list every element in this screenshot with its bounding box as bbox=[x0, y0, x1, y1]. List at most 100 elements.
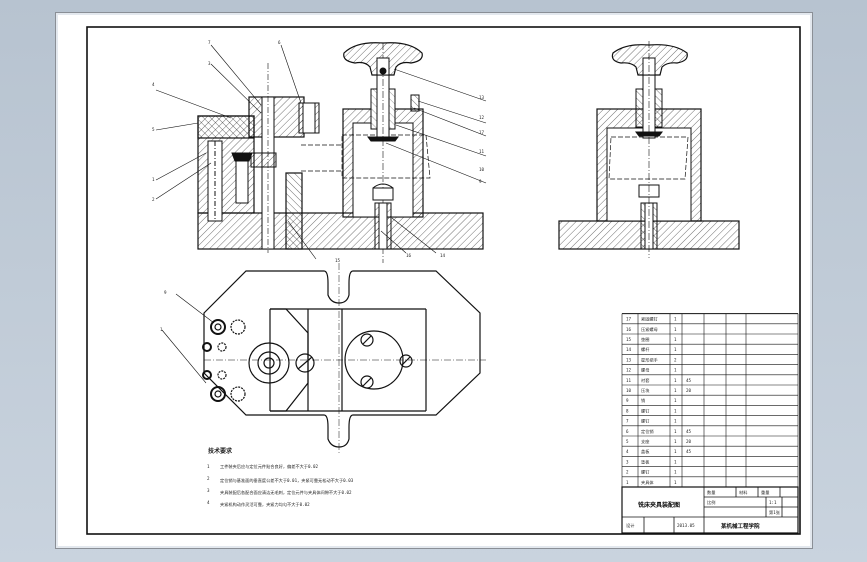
note-num: 3 bbox=[207, 488, 210, 493]
balloon: 7 bbox=[208, 40, 211, 45]
note-num: 2 bbox=[207, 476, 210, 481]
bom-row-name: 星形把手 bbox=[641, 356, 658, 363]
bom-row-name: 压紧螺母 bbox=[641, 326, 658, 333]
sheet-label: 第1张 bbox=[769, 509, 781, 516]
bom-row-no: 10 bbox=[626, 388, 632, 393]
qty-label: 数量 bbox=[707, 489, 715, 496]
bom-row-no: 12 bbox=[626, 368, 632, 373]
bom-row-no: 13 bbox=[626, 357, 632, 362]
side-section-view bbox=[558, 41, 740, 258]
balloon: 5 bbox=[152, 127, 155, 132]
bom-row-name: 衬套 bbox=[641, 377, 650, 384]
bom-row-qty: 1 bbox=[674, 327, 677, 332]
bom-row-name: 垫圈 bbox=[641, 336, 649, 343]
front-section-view bbox=[197, 42, 484, 263]
bom-row-material: 20 bbox=[686, 388, 692, 393]
scale-value: 1:1 bbox=[769, 500, 777, 505]
bom-row-name: 压块 bbox=[641, 387, 650, 394]
drawing-border bbox=[86, 26, 801, 535]
bom-row-qty: 1 bbox=[674, 408, 677, 413]
notes-title: 技术要求 bbox=[208, 447, 233, 455]
balloon: 1 bbox=[160, 327, 163, 332]
bom-row-name: 盖板 bbox=[641, 448, 650, 455]
bom-row-material: 45 bbox=[686, 429, 692, 434]
note-text: 定位销与基准面的垂直度公差不大于0.01，夹紧可靠无松动不大于0.03 bbox=[220, 477, 354, 484]
top-view bbox=[161, 263, 486, 453]
note-num: 1 bbox=[207, 464, 210, 469]
bom-row-qty: 1 bbox=[674, 368, 677, 373]
bom-row-qty: 1 bbox=[674, 317, 677, 322]
bom-row-qty: 1 bbox=[674, 459, 677, 464]
date: 2013.05 bbox=[677, 523, 695, 528]
bom-row-no: 6 bbox=[626, 429, 629, 434]
bom-row-no: 7 bbox=[626, 419, 629, 424]
bom-row-qty: 1 bbox=[674, 419, 677, 424]
bom-row-no: 2 bbox=[626, 470, 629, 475]
school-name: 某机械工程学院 bbox=[721, 522, 760, 530]
front-balloons: 7 3 4 5 1 2 6 13 12 17 11 9 10 16 14 15 … bbox=[152, 40, 485, 332]
weight-label: 重量 bbox=[761, 489, 769, 496]
drawing-sheet: 7 3 4 5 1 2 6 13 12 17 11 9 10 16 14 15 … bbox=[55, 12, 813, 549]
bom-row-qty: 1 bbox=[674, 480, 677, 485]
scale-label: 比例 bbox=[707, 499, 715, 506]
bom-row-qty: 1 bbox=[674, 470, 677, 475]
bom-row-no: 1 bbox=[626, 480, 629, 485]
bom-row-name: 支座 bbox=[641, 438, 649, 445]
bom-row-qty: 1 bbox=[674, 429, 677, 434]
bom-row-qty: 1 bbox=[674, 347, 677, 352]
bom-row-material: 45 bbox=[686, 449, 692, 454]
bom-row-no: 9 bbox=[626, 398, 629, 403]
bom-row-no: 3 bbox=[626, 459, 629, 464]
bom-row-name: 螺钉 bbox=[641, 469, 650, 476]
balloon: 2 bbox=[152, 197, 155, 202]
note-text: 夹紧机构动作灵活可靠，夹紧力均匀不大于0.02 bbox=[220, 501, 310, 508]
bom-row-qty: 1 bbox=[674, 439, 677, 444]
bom-row-no: 15 bbox=[626, 337, 632, 342]
note-text: 夹具装配后各配合面应清洁无毛刺，定位元件与夹具体间隙不大于0.02 bbox=[220, 489, 352, 496]
bom-row-name: 螺钉 bbox=[641, 418, 650, 425]
bom-row-no: 11 bbox=[626, 378, 632, 383]
drawing-title: 铣床夹具装配图 bbox=[638, 501, 680, 509]
technical-notes: 技术要求 1 工件装夹后应与定位元件贴合良好，偏差不大于0.02 2 定位销与基… bbox=[207, 447, 354, 508]
balloon: 3 bbox=[208, 61, 211, 66]
balloon: 4 bbox=[152, 82, 155, 87]
bom-row-name: 螺母 bbox=[641, 367, 649, 374]
front-leaders bbox=[155, 44, 487, 260]
bom-row-name: 紧固螺钉 bbox=[641, 316, 659, 323]
balloon: 1 bbox=[152, 177, 155, 182]
bom-row-name: 销 bbox=[641, 397, 645, 404]
bom-row-no: 5 bbox=[626, 439, 629, 444]
bom-row-qty: 1 bbox=[674, 388, 677, 393]
bom-row-qty: 1 bbox=[674, 337, 677, 342]
title-block bbox=[621, 486, 799, 534]
bom-row-qty: 1 bbox=[674, 378, 677, 383]
balloon: 13 bbox=[479, 95, 485, 100]
bom-row-material: 20 bbox=[686, 439, 692, 444]
bom-row-name: 夹具体 bbox=[641, 479, 654, 486]
bom-row-qty: 1 bbox=[674, 449, 677, 454]
bom-row-qty: 2 bbox=[674, 357, 677, 362]
balloon: 6 bbox=[278, 40, 281, 45]
balloon: 9 bbox=[164, 290, 167, 295]
title-block-text: 铣床夹具装配图 比例 1:1 第1张 数量 材料 重量 设计 2013.05 某… bbox=[626, 489, 781, 530]
balloon: 10 bbox=[479, 167, 485, 172]
note-num: 4 bbox=[207, 500, 210, 505]
balloon: 16 bbox=[406, 253, 412, 258]
bom-row-name: 定位销 bbox=[641, 428, 654, 435]
balloon: 9 bbox=[479, 179, 482, 184]
bom-row-name: 螺杆 bbox=[641, 346, 650, 353]
bom-row-no: 16 bbox=[626, 327, 632, 332]
bom-row-qty: 1 bbox=[674, 398, 677, 403]
designer-label: 设计 bbox=[626, 522, 634, 529]
assembly-drawing: 7 3 4 5 1 2 6 13 12 17 11 9 10 16 14 15 … bbox=[86, 26, 801, 535]
balloon: 12 bbox=[479, 115, 485, 120]
mat-label: 材料 bbox=[739, 489, 748, 496]
note-text: 工件装夹后应与定位元件贴合良好，偏差不大于0.02 bbox=[220, 463, 319, 470]
balloon: 15 bbox=[335, 258, 341, 263]
balloon: 17 bbox=[479, 130, 485, 135]
bom-row-no: 4 bbox=[626, 449, 629, 454]
bom-row-name: 螺钉 bbox=[641, 407, 650, 414]
bom-row-no: 8 bbox=[626, 408, 629, 413]
bom-row-no: 17 bbox=[626, 317, 632, 322]
